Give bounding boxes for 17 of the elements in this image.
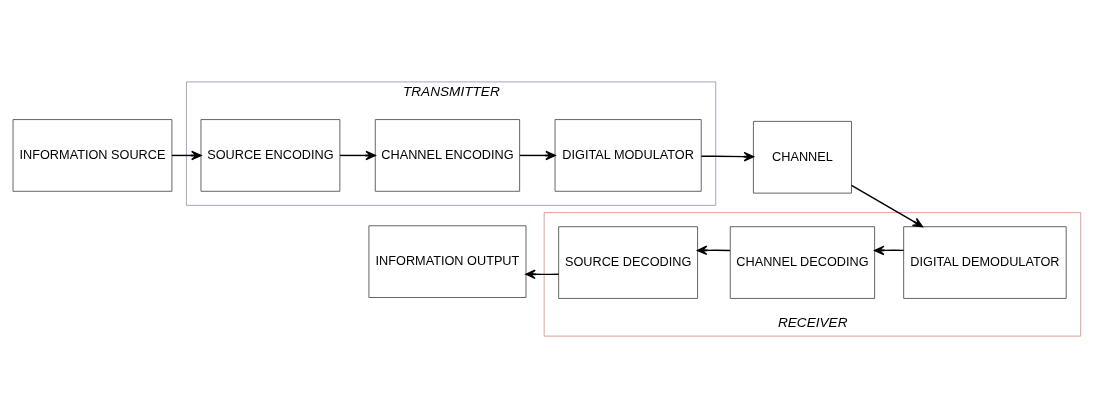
node-box: CHANNEL DECODING	[729, 225, 876, 299]
node-box: DIGITAL MODULATOR	[554, 118, 702, 192]
node-box: INFORMATION SOURCE	[12, 118, 173, 192]
arrow	[339, 150, 376, 160]
arrow	[850, 184, 924, 227]
arrow	[697, 245, 731, 255]
node-box: DIGITAL DEMODULATOR	[903, 225, 1067, 299]
node-box: CHANNEL ENCODING	[374, 118, 521, 192]
node-box: SOURCE DECODING	[558, 225, 699, 299]
arrow	[171, 150, 202, 160]
arrow	[519, 150, 556, 160]
arrow	[700, 151, 755, 161]
arrow	[525, 269, 560, 279]
arrow	[874, 245, 905, 255]
node-box: CHANNEL	[752, 120, 852, 194]
node-box: SOURCE ENCODING	[200, 118, 341, 192]
node-box: INFORMATION OUTPUT	[368, 224, 527, 298]
